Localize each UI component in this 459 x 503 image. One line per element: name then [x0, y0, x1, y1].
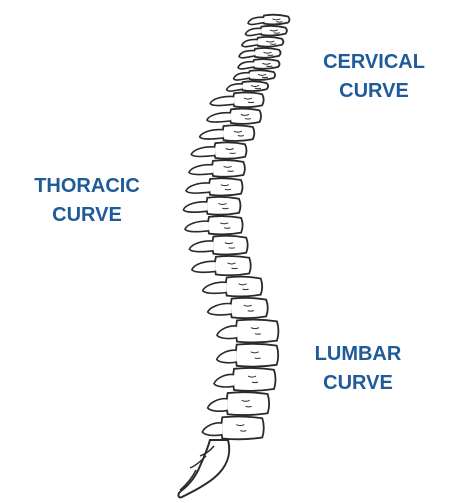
spinous-process	[208, 304, 232, 315]
vertebra-thoracic	[207, 109, 261, 124]
lumbar-label-line2: CURVE	[288, 369, 428, 398]
vertebral-body	[209, 178, 243, 195]
vertebra-thoracic	[191, 142, 246, 158]
sacrum-outline	[178, 440, 229, 497]
spinous-process	[210, 96, 234, 105]
spinous-process	[217, 350, 237, 363]
vertebra-thoracic	[183, 197, 240, 215]
vertebra-thoracic	[186, 178, 243, 195]
spinous-process	[214, 374, 234, 387]
vertebral-body	[212, 236, 247, 255]
vertebra-thoracic	[189, 236, 247, 255]
vertebral-body	[215, 256, 251, 275]
vertebral-body	[233, 368, 276, 391]
spinous-process	[227, 84, 243, 91]
vertebral-body	[221, 416, 264, 439]
vertebral-body	[233, 92, 264, 107]
cervical-label-line1: CERVICAL	[300, 48, 448, 77]
cervical-curve-label: CERVICAL CURVE	[300, 48, 448, 106]
vertebral-body	[236, 320, 279, 343]
vertebra-cervical	[245, 26, 287, 36]
vertebra-lumbar	[208, 392, 270, 415]
spinous-process	[183, 202, 207, 212]
vertebral-body	[223, 125, 255, 141]
spinous-process	[186, 183, 210, 193]
vertebra-lumbar	[217, 344, 278, 367]
vertebral-body	[206, 197, 240, 215]
spinous-process	[189, 165, 213, 175]
vertebral-column	[183, 15, 289, 440]
vertebral-body	[236, 344, 278, 367]
spinous-process	[245, 28, 261, 35]
spinous-process	[191, 147, 215, 157]
vertebra-thoracic	[192, 256, 251, 275]
vertebra-thoracic	[210, 92, 264, 107]
spinous-process	[200, 130, 224, 139]
lumbar-label-line1: LUMBAR	[288, 340, 428, 369]
vertebral-body	[212, 160, 245, 177]
spinous-process	[189, 241, 213, 252]
cervical-label-line2: CURVE	[300, 77, 448, 106]
coccyx-tip	[180, 446, 214, 490]
spinous-process	[208, 399, 228, 412]
vertebra-cervical	[238, 59, 280, 69]
spinous-process	[242, 39, 258, 46]
vertebral-body	[230, 109, 261, 124]
spinous-process	[207, 113, 231, 122]
spinous-process	[234, 73, 250, 80]
vertebra-lumbar	[202, 416, 264, 439]
vertebra-lumbar	[214, 368, 276, 391]
sacrum-coccyx	[178, 440, 229, 497]
vertebra-thoracic	[203, 277, 263, 297]
thoracic-label-line1: THORACIC	[12, 172, 162, 201]
vertebral-body	[208, 216, 243, 234]
spinous-process	[192, 261, 216, 272]
vertebral-body	[227, 392, 270, 415]
thoracic-curve-label: THORACIC CURVE	[12, 172, 162, 230]
vertebra-cervical	[248, 15, 289, 25]
vertebral-body	[214, 142, 246, 158]
spinous-process	[185, 221, 209, 232]
spinous-process	[239, 51, 255, 58]
vertebra-thoracic	[185, 216, 243, 234]
vertebra-cervical	[227, 81, 269, 91]
vertebra-thoracic	[189, 160, 245, 177]
vertebral-body	[226, 277, 263, 297]
spinous-process	[202, 423, 222, 436]
vertebra-cervical	[234, 70, 275, 80]
lumbar-curve-label: LUMBAR CURVE	[288, 340, 428, 398]
vertebra-thoracic	[200, 125, 255, 141]
vertebra-cervical	[242, 37, 284, 47]
vertebra-cervical	[239, 48, 281, 58]
vertebra-lumbar	[217, 320, 279, 343]
spinous-process	[238, 62, 254, 69]
thoracic-label-line2: CURVE	[12, 201, 162, 230]
spinous-process	[203, 282, 227, 293]
spinous-process	[217, 326, 237, 339]
spinous-process	[248, 17, 264, 24]
vertebra-thoracic	[208, 298, 268, 318]
vertebral-body	[231, 298, 268, 318]
